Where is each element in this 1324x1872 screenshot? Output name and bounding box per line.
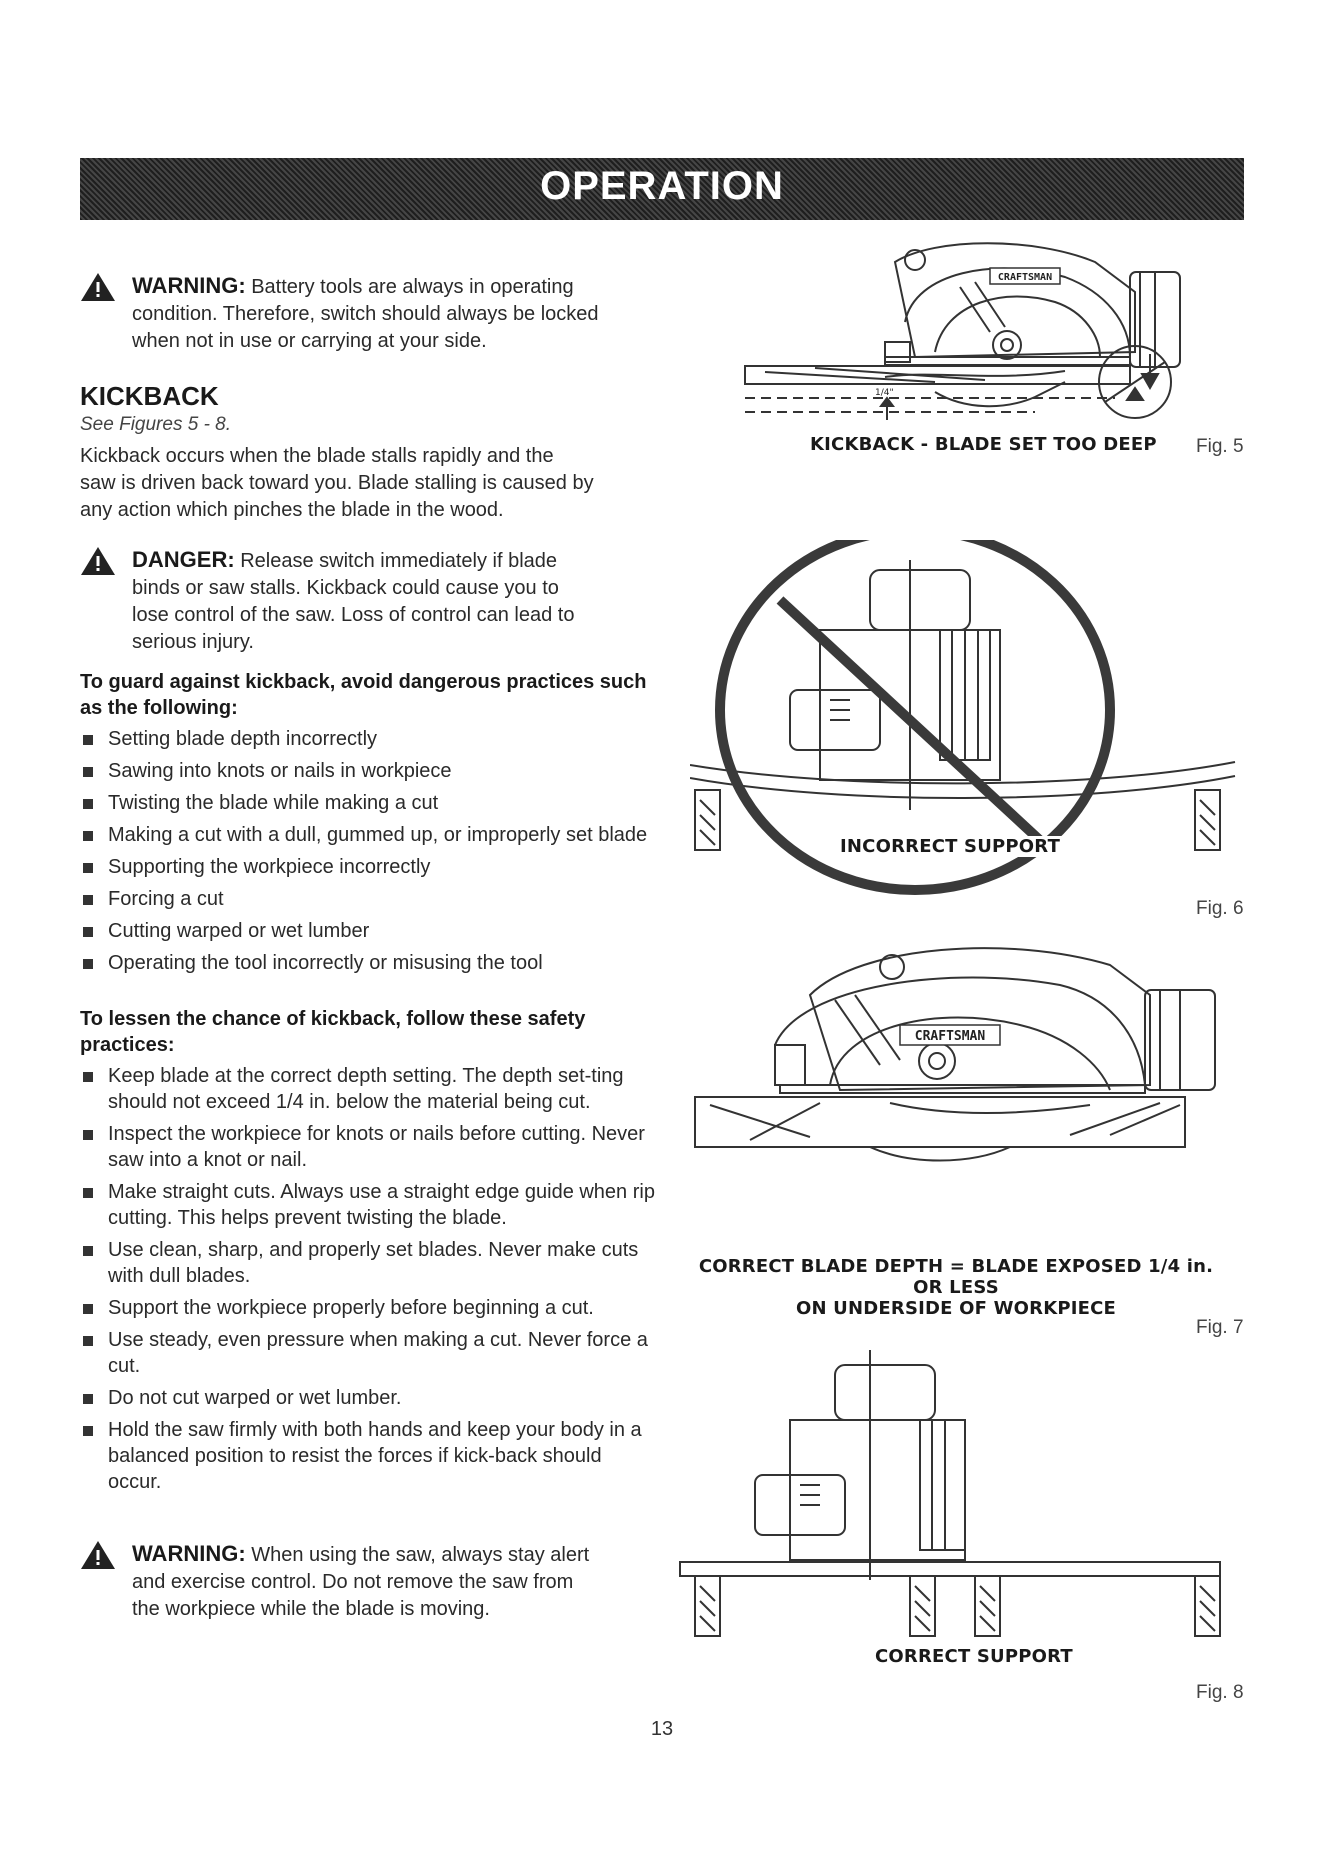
warning-alert-block: WARNING: When using the saw, always stay… xyxy=(80,1540,660,1623)
list-item: Keep blade at the correct depth setting.… xyxy=(80,1063,655,1115)
intro-line: any action which pinches the blade in th… xyxy=(80,499,504,521)
intro-line: Kickback occurs when the blade stalls ra… xyxy=(80,445,554,467)
list-item: Inspect the workpiece for knots or nails… xyxy=(80,1121,655,1173)
warning-battery-block: WARNING: Battery tools are always in ope… xyxy=(80,272,660,355)
list-item: Use steady, even pressure when making a … xyxy=(80,1327,655,1379)
danger-line: binds or saw stalls. Kickback could caus… xyxy=(132,577,559,599)
fig5-caption: KICKBACK - BLADE SET TOO DEEP xyxy=(810,434,1157,455)
warning-line: condition. Therefore, switch should alwa… xyxy=(132,303,599,325)
fig5-label: Fig. 5 xyxy=(1196,436,1244,457)
section-banner: OPERATION xyxy=(80,158,1244,220)
list-item: Do not cut warped or wet lumber. xyxy=(80,1385,655,1411)
lessen-list: Keep blade at the correct depth setting.… xyxy=(80,1063,655,1501)
section-title: OPERATION xyxy=(540,164,784,208)
warning-line: when not in use or carrying at your side… xyxy=(132,330,487,352)
guard-heading: To guard against kickback, avoid dangero… xyxy=(80,671,647,719)
list-item: Sawing into knots or nails in workpiece xyxy=(80,758,655,784)
danger-label: DANGER: xyxy=(132,547,235,572)
list-item: Hold the saw firmly with both hands and … xyxy=(80,1417,655,1495)
fig5-saw-too-deep-illustration: CRAFTSMAN 1/4" xyxy=(744,242,1181,420)
danger-line: serious injury. xyxy=(132,631,254,653)
fig7-correct-depth-illustration: CRAFTSMAN xyxy=(694,947,1216,1162)
list-item: Operating the tool incorrectly or misusi… xyxy=(80,950,655,976)
lessen-heading: To lessen the chance of kickback, follow… xyxy=(80,1008,586,1056)
danger-triangle-icon xyxy=(81,547,115,575)
danger-line: Release switch immediately if blade xyxy=(240,550,558,572)
fig7-caption-line: ON UNDERSIDE OF WORKPIECE xyxy=(795,1298,1117,1319)
warning-triangle-icon xyxy=(81,1541,115,1569)
warning-triangle-icon xyxy=(81,273,115,301)
fig8-caption: CORRECT SUPPORT xyxy=(875,1646,1073,1667)
list-item: Make straight cuts. Always use a straigh… xyxy=(80,1179,655,1231)
fig7-label: Fig. 7 xyxy=(1196,1317,1244,1338)
list-item: Making a cut with a dull, gummed up, or … xyxy=(80,822,655,848)
list-item: Use clean, sharp, and properly set blade… xyxy=(80,1237,655,1289)
list-item: Cutting warped or wet lumber xyxy=(80,918,655,944)
list-item: Forcing a cut xyxy=(80,886,655,912)
list-item: Setting blade depth incorrectly xyxy=(80,726,655,752)
danger-line: lose control of the saw. Loss of control… xyxy=(132,604,575,626)
warning-line: and exercise control. Do not remove the … xyxy=(132,1571,574,1593)
warning-label: WARNING: xyxy=(132,1541,246,1566)
fig6-caption: INCORRECT SUPPORT xyxy=(836,836,1065,857)
list-item: Supporting the workpiece incorrectly xyxy=(80,854,655,880)
fig6-incorrect-support-illustration xyxy=(690,540,1236,895)
fig6-label: Fig. 6 xyxy=(1196,898,1244,919)
warning-line: When using the saw, always stay alert xyxy=(251,1544,590,1566)
fig5-brand-label: CRAFTSMAN xyxy=(998,272,1052,283)
kickback-heading: KICKBACK xyxy=(80,381,219,411)
warning-line: the workpiece while the blade is moving. xyxy=(132,1598,490,1620)
fig7-brand-label: CRAFTSMAN xyxy=(915,1029,986,1044)
fig8-correct-support-illustration xyxy=(679,1350,1221,1637)
danger-block: DANGER: Release switch immediately if bl… xyxy=(80,546,660,656)
list-item: Twisting the blade while making a cut xyxy=(80,790,655,816)
fig5-dimension-label: 1/4" xyxy=(875,388,894,398)
guard-list: Setting blade depth incorrectly Sawing i… xyxy=(80,726,655,982)
warning-label: WARNING: xyxy=(132,273,246,298)
list-item: Support the workpiece properly before be… xyxy=(80,1295,655,1321)
intro-line: saw is driven back toward you. Blade sta… xyxy=(80,472,594,494)
see-figures-note: See Figures 5 - 8. xyxy=(80,414,232,435)
fig7-caption-line: CORRECT BLADE DEPTH = BLADE EXPOSED 1/4 … xyxy=(698,1256,1214,1298)
fig8-label: Fig. 8 xyxy=(1196,1682,1244,1703)
fig7-caption: CORRECT BLADE DEPTH = BLADE EXPOSED 1/4 … xyxy=(696,1256,1216,1319)
page-number: 13 xyxy=(650,1718,674,1740)
warning-line: Battery tools are always in operating xyxy=(251,276,574,298)
kickback-intro: Kickback occurs when the blade stalls ra… xyxy=(80,443,650,524)
